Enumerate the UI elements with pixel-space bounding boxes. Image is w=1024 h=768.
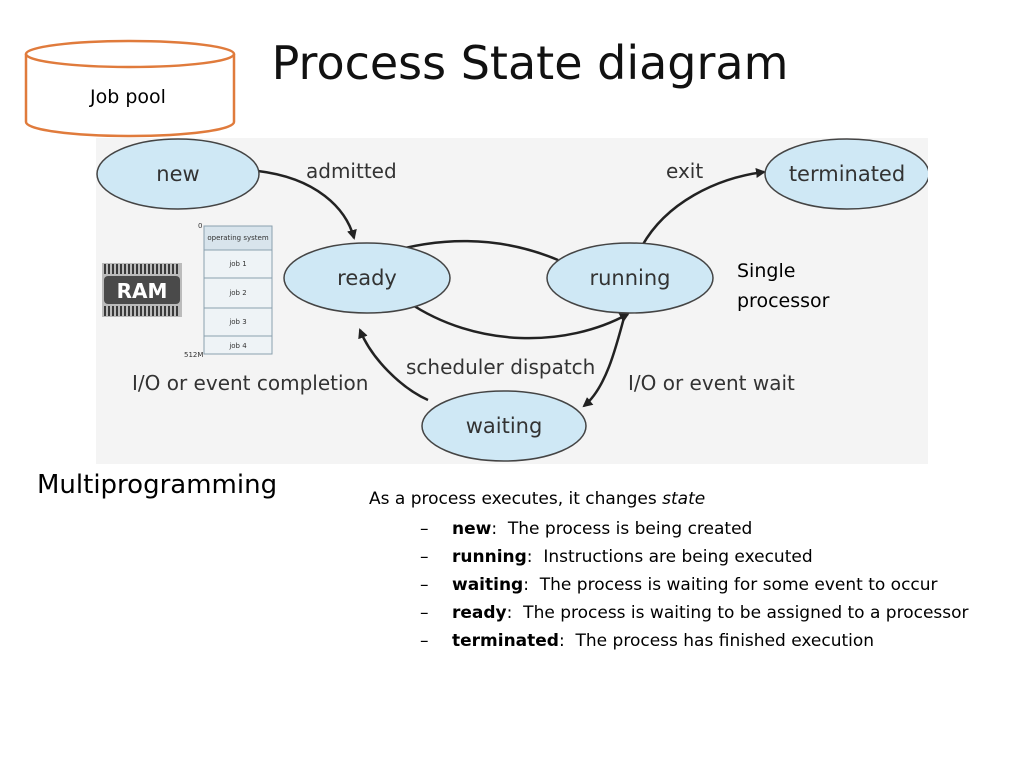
process-state-diagram: new ready running waiting terminated adm… <box>96 138 928 462</box>
ram-chip-icon: RAM <box>102 263 182 317</box>
memory-row-job4: job 4 <box>228 342 247 350</box>
state-ready-label: ready <box>337 266 397 290</box>
states-intro-emphasis: state <box>662 489 706 509</box>
memory-row-os: operating system <box>207 234 268 242</box>
term-running: running <box>452 547 527 567</box>
states-list: –new: The process is being created –runn… <box>420 518 980 658</box>
states-intro: As a process executes, it changes state <box>369 489 705 509</box>
list-item: –waiting: The process is waiting for som… <box>420 575 938 595</box>
desc-ready: The process is waiting to be assigned to… <box>512 603 969 623</box>
state-terminated-label: terminated <box>789 162 905 186</box>
list-item: –new: The process is being created <box>420 519 753 539</box>
multiprogramming-label: Multiprogramming <box>37 470 278 500</box>
state-terminated: terminated <box>764 138 928 210</box>
memory-bottom-address: 512M <box>184 351 203 359</box>
edge-scheduler-dispatch <box>407 300 630 340</box>
edge-admitted <box>257 169 357 240</box>
list-dash: – <box>420 631 429 651</box>
edge-io-wait <box>582 309 628 408</box>
diagram-panel: new ready running waiting terminated adm… <box>96 138 928 464</box>
term-new: new <box>452 519 492 539</box>
state-running: running <box>546 242 714 314</box>
page-title: Process State diagram <box>271 36 789 90</box>
state-waiting-label: waiting <box>466 414 543 438</box>
memory-row-job1: job 1 <box>228 260 246 268</box>
list-dash: – <box>420 575 429 595</box>
state-running-label: running <box>589 266 670 290</box>
memory-row-job2: job 2 <box>228 289 246 297</box>
label-io-completion: I/O or event completion <box>132 371 368 395</box>
label-admitted: admitted <box>306 159 397 183</box>
single-processor-line2: processor <box>737 290 830 312</box>
memory-row-job3: job 3 <box>228 318 246 326</box>
edge-exit <box>640 168 766 247</box>
job-pool-cylinder <box>24 39 236 138</box>
label-scheduler-dispatch: scheduler dispatch <box>406 355 595 379</box>
list-item: –terminated: The process has finished ex… <box>420 631 875 651</box>
list-dash: – <box>420 519 429 539</box>
desc-terminated: The process has finished execution <box>564 631 875 651</box>
label-exit: exit <box>666 159 703 183</box>
term-ready: ready <box>452 603 507 623</box>
desc-waiting: The process is waiting for some event to… <box>528 575 938 595</box>
state-new-label: new <box>156 162 199 186</box>
list-dash: – <box>420 603 429 623</box>
list-dash: – <box>420 547 429 567</box>
state-ready: ready <box>283 242 451 314</box>
job-pool-label: Job pool <box>90 86 166 108</box>
single-processor-note: Single processor <box>737 256 897 316</box>
label-io-wait: I/O or event wait <box>628 371 795 395</box>
state-new: new <box>96 138 260 210</box>
desc-running: Instructions are being executed <box>532 547 813 567</box>
term-waiting: waiting <box>452 575 524 595</box>
state-waiting: waiting <box>421 390 587 462</box>
memory-map: 0 operating system job 1 job 2 job 3 job… <box>184 222 273 359</box>
list-item: –ready: The process is waiting to be ass… <box>420 603 969 623</box>
memory-top-address: 0 <box>198 222 202 230</box>
ram-label: RAM <box>117 279 168 303</box>
single-processor-line1: Single <box>737 260 796 282</box>
list-item: –running: Instructions are being execute… <box>420 547 813 567</box>
edge-io-completion <box>358 328 429 402</box>
term-terminated: terminated <box>452 631 559 651</box>
desc-new: The process is being created <box>497 519 753 539</box>
states-intro-text: As a process executes, it changes <box>369 489 663 509</box>
